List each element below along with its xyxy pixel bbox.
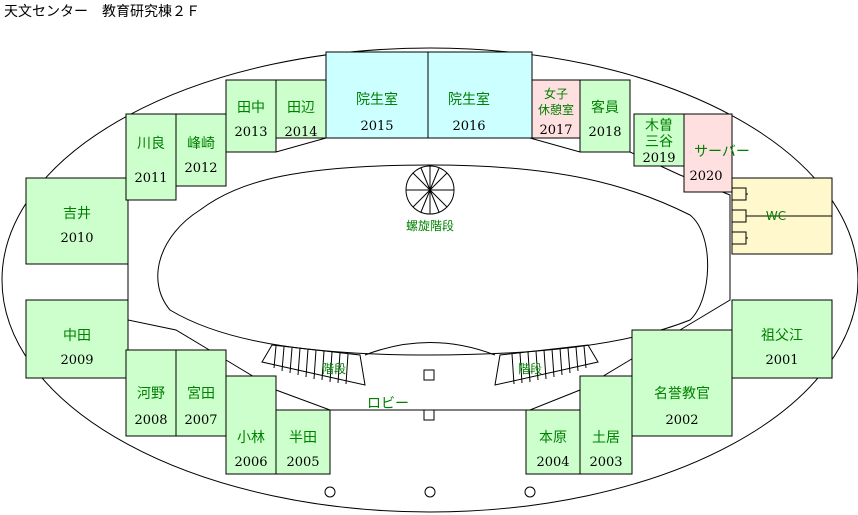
svg-text:2019: 2019 [642,151,675,166]
room-2001[interactable]: 祖父江 2001 [731,299,833,379]
svg-text:2013: 2013 [234,125,267,140]
stairs-left-label: 階段 [322,361,346,376]
pillar [423,409,435,421]
svg-text:サーバー: サーバー [694,144,750,160]
svg-text:土居: 土居 [592,430,620,446]
room-2007[interactable]: 宮田 2007 [175,349,227,437]
svg-text:休憩室: 休憩室 [538,102,574,117]
svg-text:2011: 2011 [134,171,167,186]
room-2005[interactable]: 半田 2005 [275,409,331,475]
svg-text:吉井: 吉井 [63,206,91,222]
svg-text:宮田: 宮田 [187,386,215,402]
svg-text:2005: 2005 [286,455,319,470]
svg-text:2020: 2020 [689,169,722,184]
spiral-staircase [405,165,455,215]
svg-text:本原: 本原 [539,430,567,446]
svg-text:名誉教官: 名誉教官 [654,386,710,402]
svg-text:2004: 2004 [536,455,569,470]
entrance-pillar [524,486,536,498]
room-2012[interactable]: 峰崎 2012 [175,113,227,187]
pillar [423,369,435,381]
room-2003[interactable]: 土居 2003 [579,375,633,475]
spiral-stairs-label: 螺旋階段 [406,218,454,233]
svg-text:客員: 客員 [591,99,619,116]
svg-text:2006: 2006 [234,455,267,470]
svg-text:田辺: 田辺 [287,100,315,116]
svg-text:2002: 2002 [665,413,698,428]
svg-text:2010: 2010 [60,231,93,246]
stairs-left [261,344,366,386]
room-2020[interactable]: サーバー 2020 [683,113,750,193]
lobby-label: ロビー [367,396,409,412]
lobby-arc [364,342,496,356]
svg-text:中田: 中田 [63,328,91,344]
room-2017[interactable]: 女子 休憩室 2017 [531,79,581,139]
svg-text:2001: 2001 [765,353,798,368]
room-2016[interactable]: 院生室 2016 [427,51,533,139]
room-2006[interactable]: 小林 2006 [225,375,277,475]
svg-text:女子: 女子 [544,86,568,101]
atrium [157,164,709,356]
room-2014[interactable]: 田辺 2014 [275,79,327,140]
room-2004[interactable]: 本原 2004 [525,409,581,475]
svg-text:河野: 河野 [137,386,165,402]
svg-text:院生室: 院生室 [448,91,490,108]
entrance-pillar [424,486,436,498]
svg-text:2003: 2003 [589,455,622,470]
room-2008[interactable]: 河野 2008 [125,349,177,437]
svg-text:田中: 田中 [237,100,265,116]
svg-text:小林: 小林 [237,430,265,446]
svg-text:祖父江: 祖父江 [761,328,803,344]
svg-text:木曽: 木曽 [645,118,673,134]
svg-text:2015: 2015 [360,119,393,134]
svg-text:2009: 2009 [60,353,93,368]
svg-text:院生室: 院生室 [356,91,398,108]
svg-text:2018: 2018 [588,125,621,140]
svg-text:峰崎: 峰崎 [187,136,215,152]
svg-text:WC: WC [766,209,786,223]
room-2010[interactable]: 吉井 2010 [25,177,129,265]
room-2002[interactable]: 名誉教官 2002 [631,329,733,437]
page-title: 天文センター 教育研究棟２Ｆ [4,4,200,20]
svg-text:2014: 2014 [284,125,317,140]
stairs-right [494,344,599,386]
svg-text:半田: 半田 [289,430,317,446]
room-2018[interactable]: 客員 2018 [579,79,631,153]
room-2011[interactable]: 川良 2011 [125,113,177,201]
room-2009[interactable]: 中田 2009 [25,299,129,379]
room-wc[interactable]: WC [731,177,833,255]
svg-text:三谷: 三谷 [645,134,673,150]
svg-text:2017: 2017 [539,123,572,138]
svg-text:2012: 2012 [184,161,217,176]
room-2015[interactable]: 院生室 2015 [325,51,429,139]
svg-text:2008: 2008 [134,413,167,428]
svg-text:川良: 川良 [137,136,165,152]
room-2019[interactable]: 木曽 三谷 2019 [633,113,685,167]
svg-text:2016: 2016 [452,119,485,134]
entrance-pillar [324,486,336,498]
room-2013[interactable]: 田中 2013 [225,79,277,153]
svg-text:2007: 2007 [184,413,217,428]
stairs-right-label: 階段 [518,361,542,376]
